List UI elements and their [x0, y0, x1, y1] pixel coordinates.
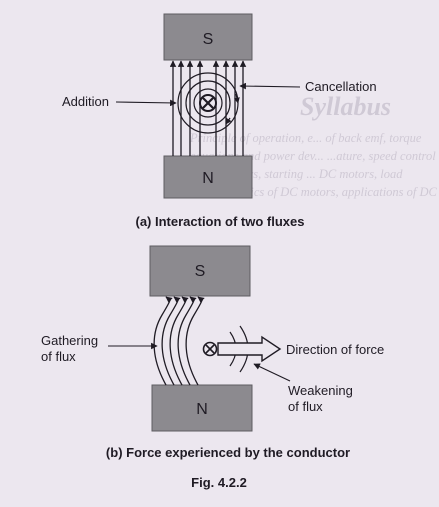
label-weakening-1: Weakening [288, 383, 353, 398]
label-weakening-2: of flux [288, 399, 323, 414]
magnet-n-bottom-a [163, 155, 253, 199]
weakening-pointer [253, 363, 291, 382]
label-gathering-2: of flux [41, 349, 76, 364]
diagram-a: S N Addition [62, 13, 377, 229]
label-gathering-1: Gathering [41, 333, 98, 348]
conductor-cross-icon-b [202, 341, 218, 357]
magnet-n-label-b: N [196, 401, 208, 418]
cancellation-pointer [239, 82, 301, 90]
bleed-heading: Syllabus [300, 92, 391, 121]
label-cancellation: Cancellation [305, 79, 377, 94]
magnet-s-top-a [163, 13, 253, 61]
figure-label: Fig. 4.2.2 [191, 475, 247, 490]
magnet-n-bottom-b [151, 384, 253, 432]
field-lines-a [169, 60, 247, 156]
caption-a: (a) Interaction of two fluxes [135, 214, 304, 229]
conductor-cross-icon-a [199, 94, 217, 112]
gathered-field-lines-b [153, 296, 205, 386]
diagram-b: S N Gathering of flux Direction of fo [41, 245, 384, 460]
label-addition: Addition [62, 94, 109, 109]
conductor-flux-circles-a [177, 72, 240, 134]
addition-pointer [115, 99, 177, 107]
magnet-s-top-b [149, 245, 251, 297]
magnet-s-label-b: S [195, 263, 206, 280]
label-direction-of-force: Direction of force [286, 342, 384, 357]
force-direction-arrow-icon [217, 335, 282, 363]
bleed-line-1: Principle of operation, e... of back emf… [189, 131, 422, 145]
caption-b: (b) Force experienced by the conductor [106, 445, 350, 460]
magnet-s-label-a: S [203, 31, 214, 48]
magnet-n-label-a: N [202, 170, 214, 187]
